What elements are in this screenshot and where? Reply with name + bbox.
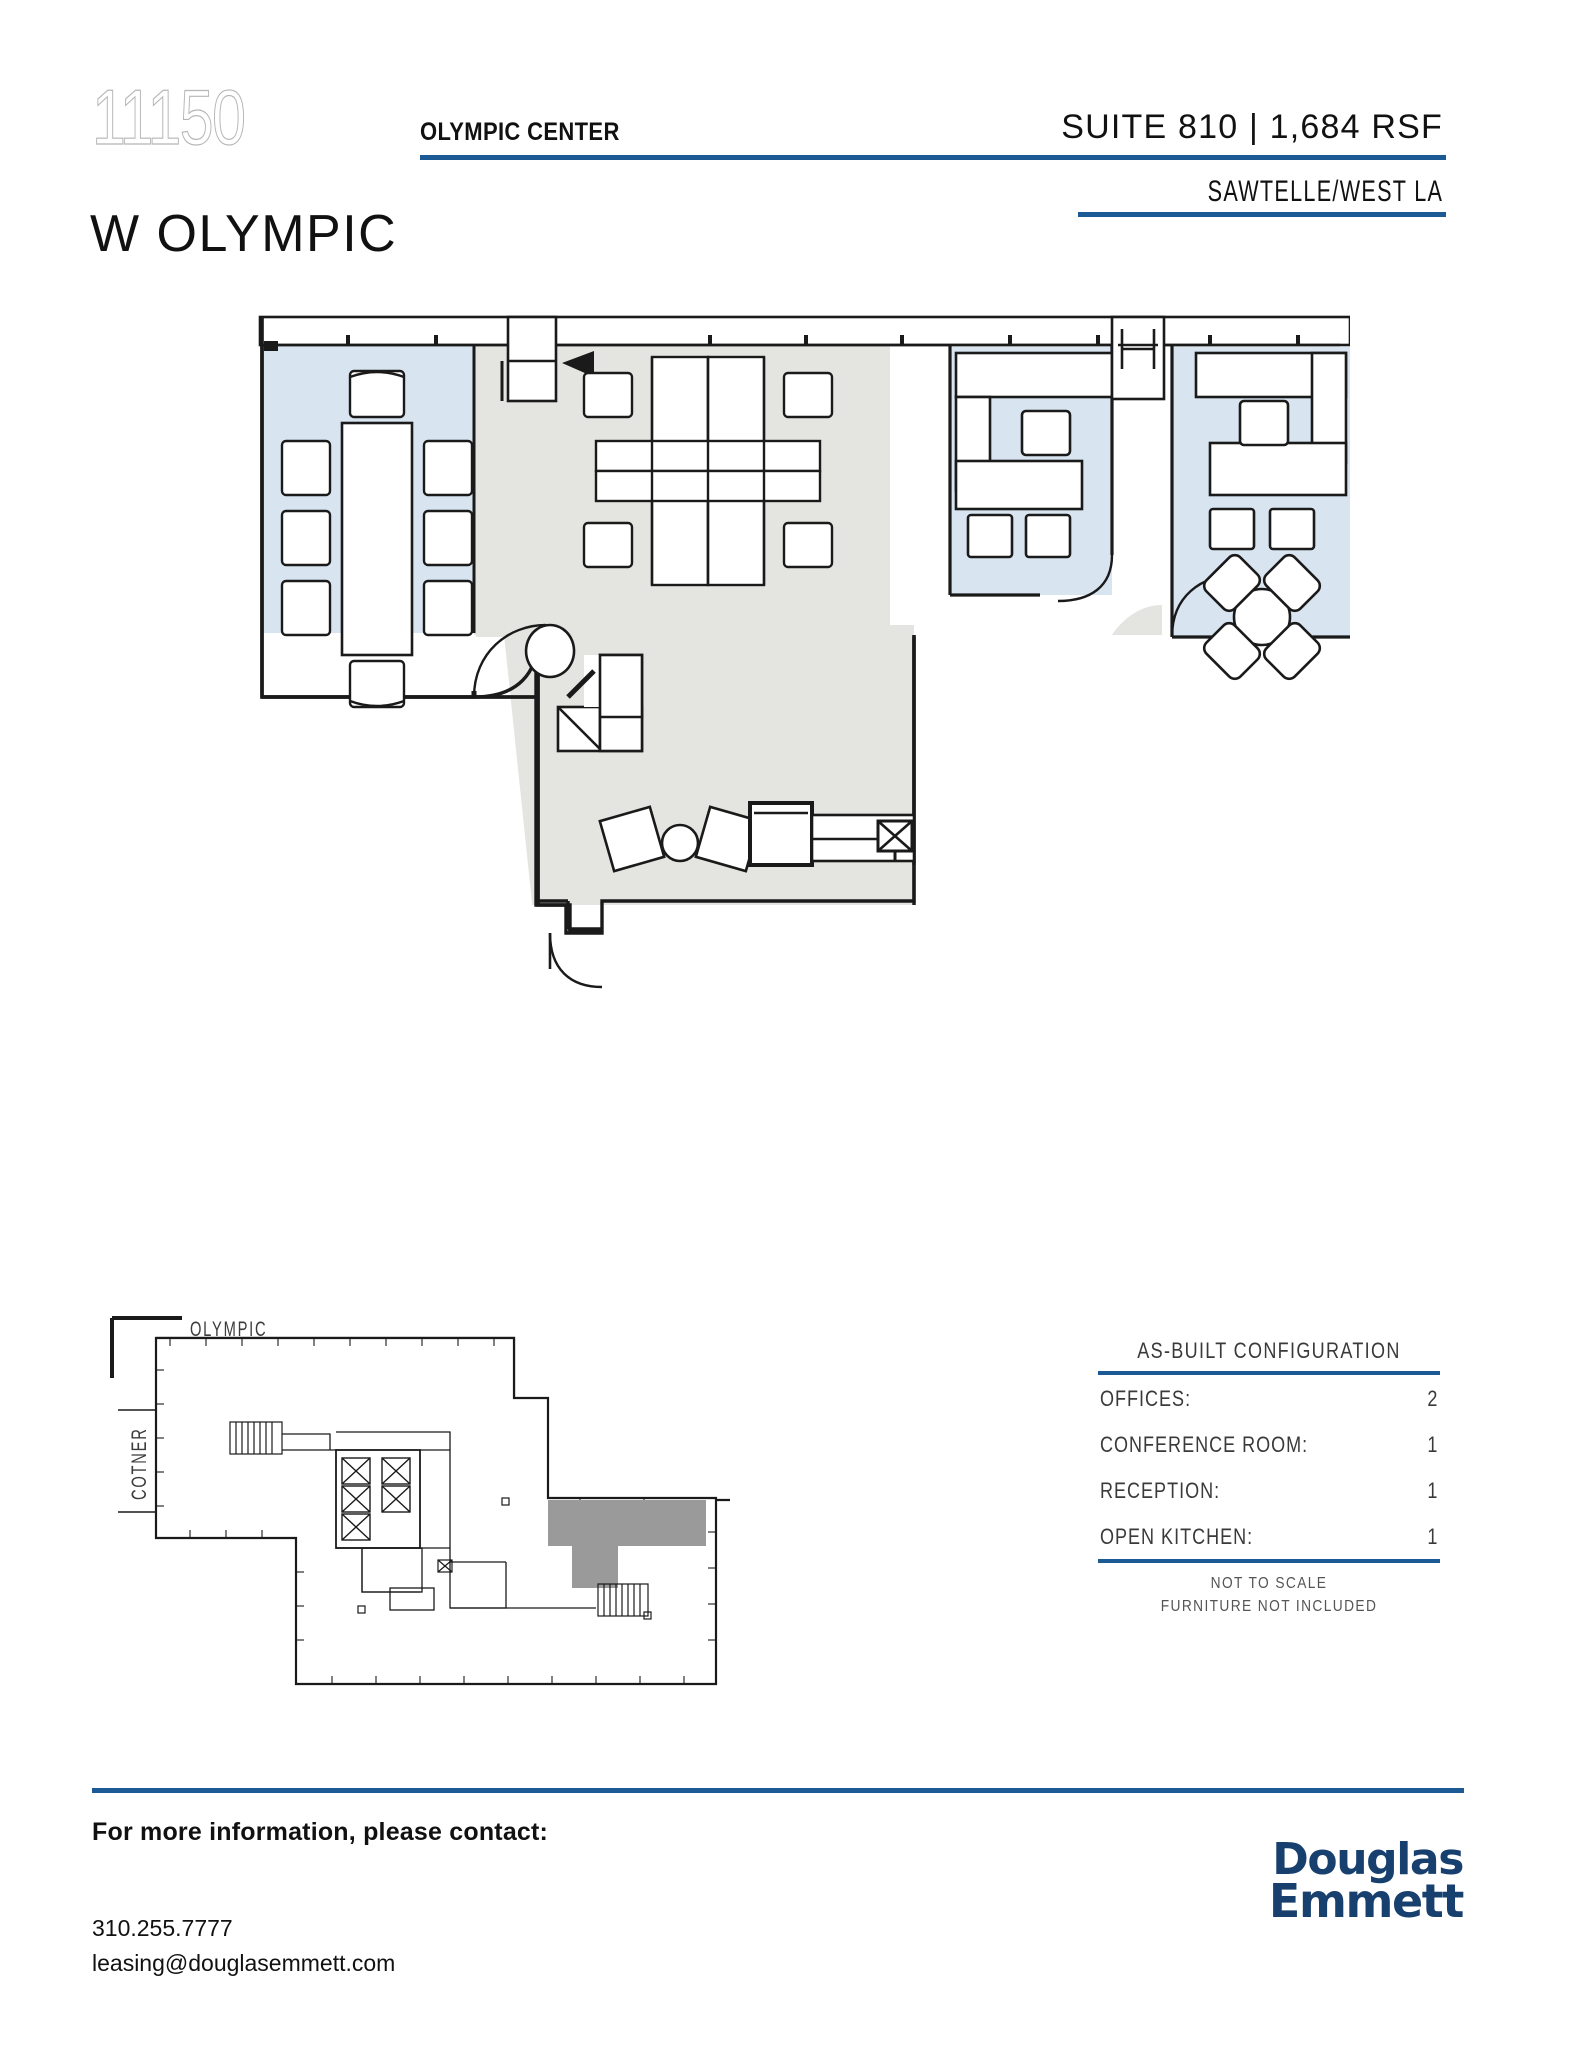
config-value-offices: 2: [1426, 1386, 1438, 1411]
config-label-reception: RECEPTION:: [1100, 1478, 1221, 1503]
keyplan-street-olympic: OLYMPIC: [190, 1318, 268, 1341]
lower-door-swing: [548, 932, 603, 989]
table-row: RECEPTION: 1: [1098, 1467, 1440, 1513]
keyplan-elevator-core: [335, 1449, 421, 1549]
suite-floor-plan: [250, 305, 1350, 1135]
office-1-door-swing: [1057, 554, 1114, 603]
conference-table: [340, 421, 414, 657]
keyplan-stair-1: [229, 1421, 283, 1455]
contact-phone[interactable]: 310.255.7777: [92, 1915, 233, 1941]
as-built-configuration-table: AS-BUILT CONFIGURATION OFFICES: 2 CONFER…: [1098, 1338, 1440, 1618]
keyplan-stair-2: [597, 1583, 649, 1617]
building-number: 11150: [92, 73, 247, 161]
office-2: [1110, 315, 1350, 681]
logo-line-1: Douglas: [1272, 1834, 1464, 1885]
logo-line-2: Emmett: [1268, 1874, 1464, 1929]
config-label-conference-room: CONFERENCE ROOM:: [1100, 1432, 1309, 1457]
entry-arrow-icon: [562, 351, 594, 377]
center-name: OLYMPIC CENTER: [420, 118, 620, 146]
workstation-cluster: [594, 355, 822, 587]
keyplan-suite-highlight-2: [548, 1500, 706, 1588]
config-notes: NOT TO SCALE FURNITURE NOT INCLUDED: [1098, 1563, 1440, 1618]
office-2-round-table: [1202, 553, 1322, 681]
building-key-plan: [110, 1300, 730, 1700]
reception-desk: [524, 623, 644, 753]
table-row: OFFICES: 2: [1098, 1375, 1440, 1421]
reception-chair: [524, 623, 576, 679]
config-value-conference-room: 1: [1426, 1432, 1438, 1457]
suite-lower-walls: [534, 635, 916, 935]
submarket-label: SAWTELLE/WEST LA: [1207, 175, 1443, 208]
suite-and-size: SUITE 810 | 1,684 RSF: [1061, 108, 1443, 146]
workstation-chairs: [582, 371, 834, 569]
entry-vestibule: [506, 315, 558, 403]
keyplan-corridors: [282, 1431, 596, 1611]
page-header: 11150 W OLYMPIC OLYMPIC CENTER SUITE 810…: [0, 0, 1583, 260]
keyplan-window-ticks: [156, 1338, 716, 1684]
contact-heading: For more information, please contact:: [92, 1818, 549, 1846]
config-value-open-kitchen: 1: [1426, 1524, 1438, 1549]
lounge-seating: [598, 805, 762, 873]
main-open-lower: [536, 605, 1162, 635]
keyplan-floor-outline: [154, 1336, 718, 1686]
config-bottom-rule: [1098, 1559, 1440, 1563]
conference-chairs: [280, 369, 474, 709]
contact-email[interactable]: leasing@douglasemmett.com: [92, 1950, 396, 1976]
open-kitchen: [748, 801, 916, 867]
table-row: OPEN KITCHEN: 1: [1098, 1513, 1440, 1559]
config-label-open-kitchen: OPEN KITCHEN:: [1100, 1524, 1254, 1549]
config-top-rule: [1098, 1371, 1440, 1375]
keyplan-markers: [357, 1497, 652, 1620]
note-not-to-scale: NOT TO SCALE: [1210, 1575, 1328, 1592]
footer-divider: [92, 1788, 1464, 1793]
submarket-divider: [1078, 212, 1446, 217]
table-row: CONFERENCE ROOM: 1: [1098, 1421, 1440, 1467]
lounge-side-table: [660, 823, 700, 863]
office-1: [948, 345, 1114, 603]
douglas-emmett-logo: Douglas Emmett: [1268, 1834, 1464, 1929]
note-furniture-not-included: FURNITURE NOT INCLUDED: [1160, 1598, 1378, 1616]
street-corner-marker: [110, 1316, 182, 1378]
config-value-reception: 1: [1426, 1478, 1438, 1503]
config-title: AS-BUILT CONFIGURATION: [1137, 1338, 1401, 1363]
keyplan-street-cotner: COTNER: [128, 1427, 151, 1500]
header-divider: [420, 155, 1446, 160]
config-label-offices: OFFICES:: [1100, 1386, 1192, 1411]
conference-door-swing: [472, 623, 547, 698]
page-title: W OLYMPIC: [90, 205, 398, 263]
